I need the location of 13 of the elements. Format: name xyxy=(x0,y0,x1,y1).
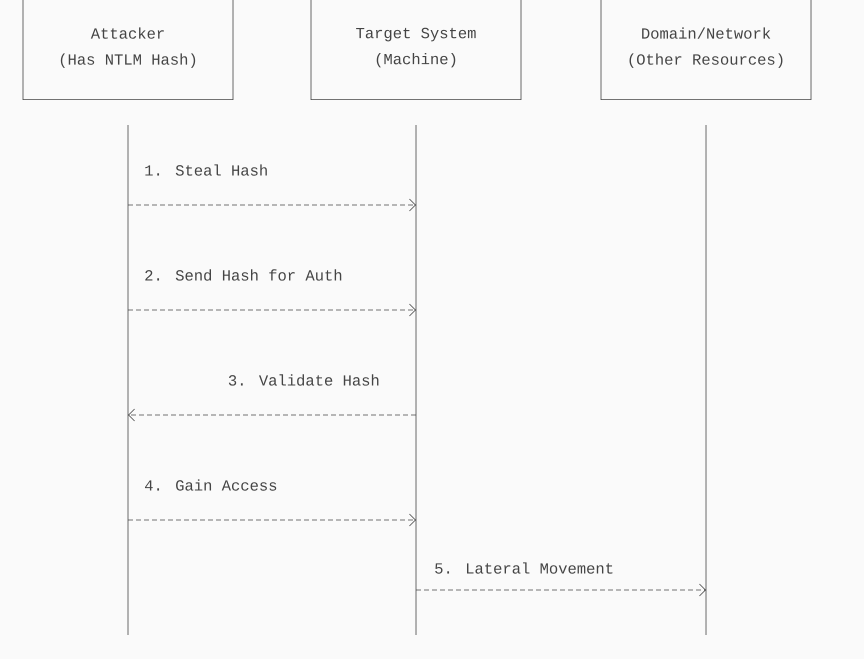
message-label: 3. Validate Hash xyxy=(228,374,378,386)
participant-box: Target System (Machine) xyxy=(310,0,522,100)
message-arrow xyxy=(128,514,416,526)
message-arrow xyxy=(128,304,416,316)
message-label: 5. Lateral Movement xyxy=(435,562,612,574)
message-label: 4. Gain Access xyxy=(145,479,276,491)
message-label: 2. Send Hash for Auth xyxy=(145,269,342,281)
participant-box: Domain/Network (Other Resources) xyxy=(600,0,812,100)
message-arrow xyxy=(128,408,416,422)
message-label: 1. Steal Hash xyxy=(145,164,267,176)
participant-box: Attacker (Has NTLM Hash) xyxy=(22,0,234,100)
message-arrow xyxy=(128,198,416,212)
message-arrow xyxy=(416,584,706,596)
